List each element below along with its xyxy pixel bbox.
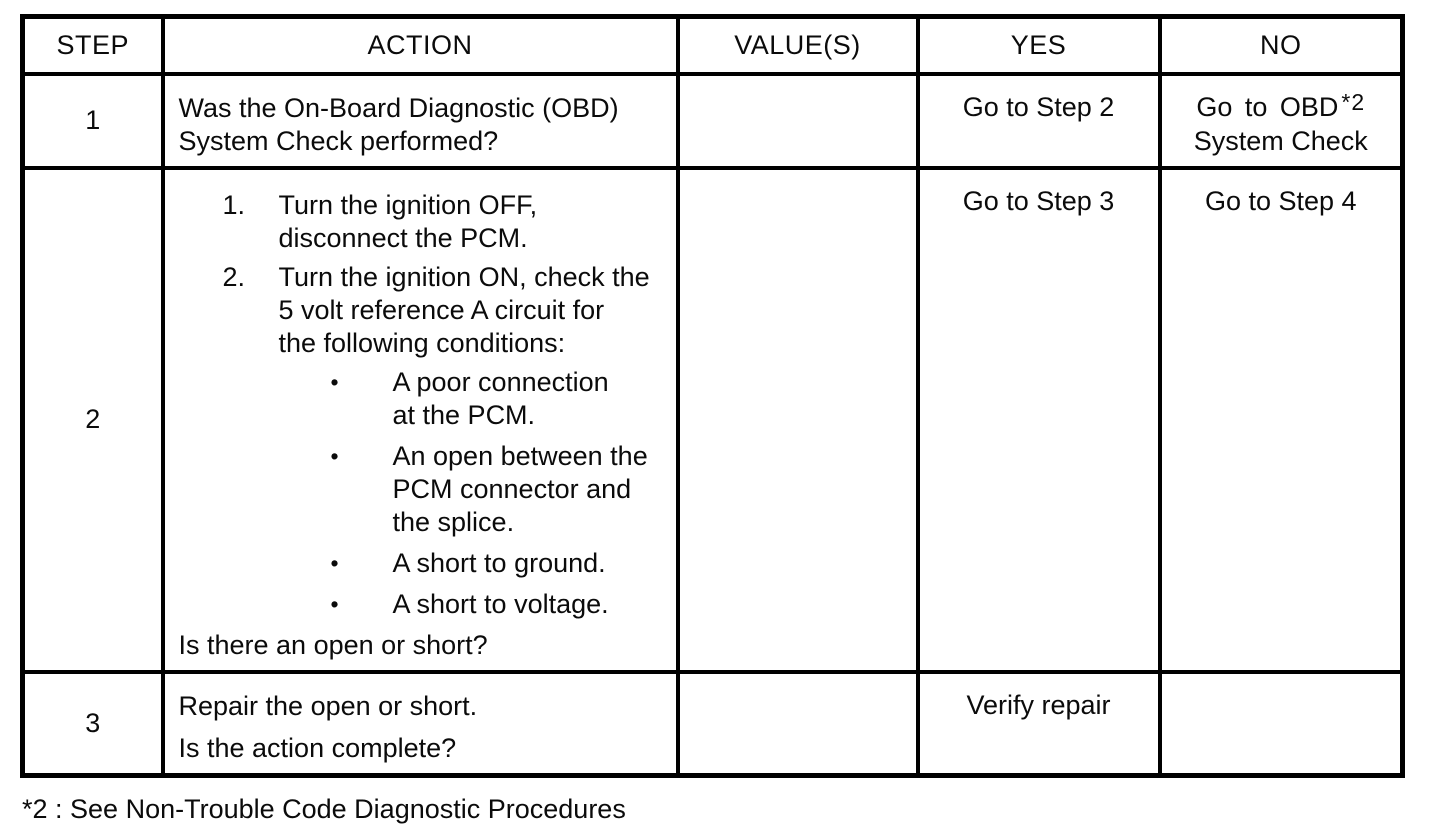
action-text: Repair the open or short. — [178, 690, 478, 721]
header-cell-no: NO — [1157, 14, 1405, 76]
table-row-step-3: 3 Repair the open or short. Is the actio… — [20, 669, 1405, 777]
numbered-item: 1. Turn the ignition OFF, disconnect the… — [223, 189, 668, 255]
no-text: System Check — [1193, 125, 1368, 156]
no-text: Go to OBD*2 — [1164, 88, 1399, 125]
step-number: 1 — [20, 71, 165, 170]
action-cell: 1. Turn the ignition OFF, disconnect the… — [160, 165, 680, 674]
header-cell-yes: YES — [915, 14, 1162, 76]
values-cell — [675, 165, 920, 674]
yes-text: Verify repair — [966, 689, 1111, 720]
action-cell: Repair the open or short. Is the action … — [160, 669, 680, 777]
numbered-item-text: Turn the ignition OFF, disconnect the PC… — [278, 189, 538, 253]
no-text-main: Go to OBD — [1196, 91, 1339, 122]
bullet-item-text: A short to voltage. — [392, 588, 609, 619]
numbered-item-text: Turn the ignition ON, check the 5 volt r… — [278, 261, 650, 358]
header-cell-action: ACTION — [160, 14, 680, 76]
no-cell: Go to OBD*2 System Check — [1157, 71, 1405, 170]
table-row-step-1: 1 Was the On-Board Diagnostic (OBD) Syst… — [20, 71, 1405, 170]
footnote: *2 : See Non-Trouble Code Diagnostic Pro… — [22, 793, 626, 824]
bullet-icon: • — [330, 442, 339, 469]
yes-text: Go to Step 2 — [962, 91, 1115, 122]
footnote-ref-sup: *2 — [1341, 88, 1366, 115]
header-cell-values: VALUE(S) — [675, 14, 920, 76]
bullet-item-text: A poor connection at the PCM. — [392, 366, 609, 430]
action-text: Was the On-Board Diagnostic (OBD) — [178, 92, 619, 123]
bullet-item: • An open between the PCM connector and … — [331, 440, 668, 539]
numbered-item-marker: 2. — [222, 261, 246, 292]
header-cell-step: STEP — [20, 14, 165, 76]
numbered-item: 2. Turn the ignition ON, check the 5 vol… — [223, 261, 668, 360]
yes-cell: Go to Step 2 — [915, 71, 1162, 170]
values-cell — [675, 669, 920, 777]
header-row: STEP ACTION VALUE(S) YES NO — [20, 14, 1405, 76]
yes-cell: Go to Step 3 — [915, 165, 1162, 674]
action-question: Is the action complete? — [178, 732, 457, 763]
no-cell: Go to Step 4 — [1157, 165, 1405, 674]
yes-text: Go to Step 3 — [962, 185, 1115, 216]
numbered-item-marker: 1. — [222, 189, 246, 220]
values-cell — [675, 71, 920, 170]
bullet-item-text: An open between the PCM connector and th… — [392, 440, 648, 537]
step-number: 3 — [20, 669, 165, 777]
step-number: 2 — [20, 165, 165, 674]
no-cell — [1157, 669, 1405, 777]
bullet-icon: • — [330, 368, 339, 395]
bullet-item: • A short to voltage. — [331, 588, 668, 621]
bullet-item: • A poor connection at the PCM. — [331, 366, 668, 432]
yes-cell: Verify repair — [915, 669, 1162, 777]
no-text: Go to Step 4 — [1204, 185, 1357, 216]
diagnostic-table: STEP ACTION VALUE(S) YES NO 1 Was the On… — [20, 14, 1405, 778]
bullet-icon: • — [330, 549, 339, 576]
bullet-item-text: A short to ground. — [392, 547, 606, 578]
action-question: Is there an open or short? — [178, 629, 488, 660]
table-row-step-2: 2 1. Turn the ignition OFF, disconnect t… — [20, 165, 1405, 674]
bullet-item: • A short to ground. — [331, 547, 668, 580]
action-text: System Check performed? — [178, 125, 499, 156]
bullet-icon: • — [330, 590, 339, 617]
action-cell: Was the On-Board Diagnostic (OBD) System… — [160, 71, 680, 170]
